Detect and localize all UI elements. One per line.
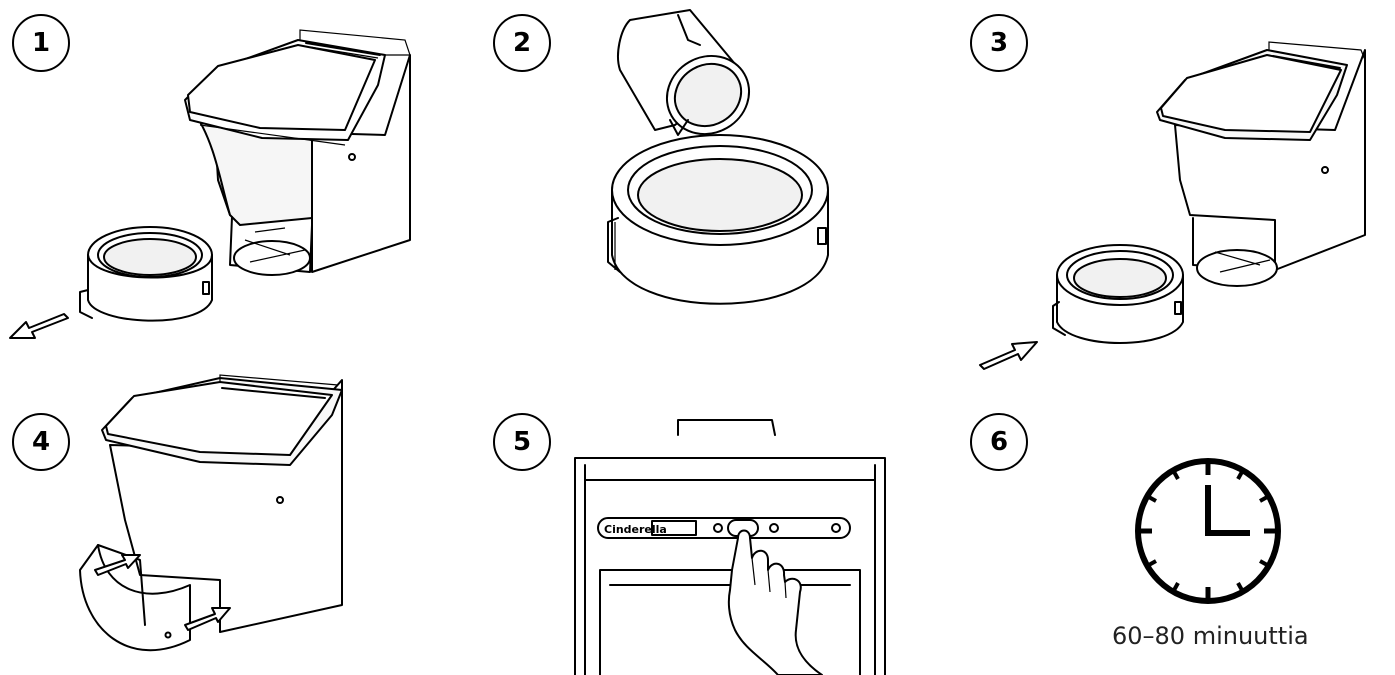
toilet-unit-3 [1157, 42, 1365, 286]
step-5-number: 5 [513, 427, 531, 457]
step-4-number: 4 [32, 427, 50, 457]
step-4-illustration [70, 370, 370, 670]
hand-icon [729, 531, 822, 675]
step-2-illustration [560, 0, 860, 320]
step-1-illustration [0, 0, 430, 360]
bin-insert [618, 10, 763, 149]
arrow-out-icon [10, 314, 68, 338]
clock-icon [1132, 455, 1284, 607]
step-4-badge: 4 [12, 413, 70, 471]
step-2-number: 2 [513, 28, 531, 58]
step-2-badge: 2 [493, 14, 551, 72]
container-ring-large [608, 135, 828, 304]
step-6-number: 6 [990, 427, 1008, 457]
duration-caption: 60–80 minuuttia [1112, 622, 1309, 650]
arrow-in-icon [980, 342, 1037, 369]
toilet-unit [185, 30, 410, 275]
step-3-illustration [975, 30, 1395, 375]
container-ring [80, 227, 212, 321]
control-panel-frame [575, 420, 885, 675]
step-5-illustration: Cinderella [560, 420, 900, 675]
panel-brand-text: Cinderella [604, 523, 667, 536]
step-5-badge: 5 [493, 413, 551, 471]
step-6-badge: 6 [970, 413, 1028, 471]
container-ring-3 [1053, 245, 1183, 343]
